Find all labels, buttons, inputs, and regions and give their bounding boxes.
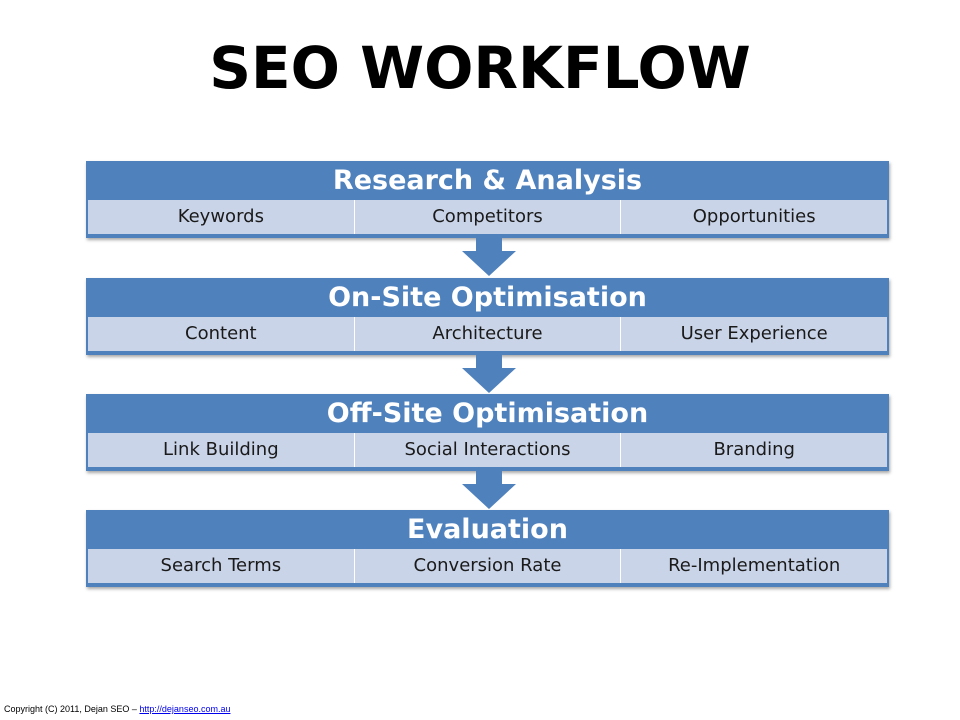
stage-on-site-optimisation: On-Site Optimisation Content Architectur…: [86, 278, 889, 355]
page-title: SEO WORKFLOW: [209, 34, 751, 102]
copyright-footer: Copyright (C) 2011, Dejan SEO – http://d…: [4, 704, 230, 714]
down-arrow-icon: [462, 238, 516, 276]
stage-item: Branding: [620, 433, 888, 467]
stage-title: On-Site Optimisation: [86, 278, 889, 317]
stage-item: Architecture: [353, 317, 621, 351]
stage-evaluation: Evaluation Search Terms Conversion Rate …: [86, 510, 889, 587]
website-link[interactable]: http://dejanseo.com.au: [139, 704, 231, 714]
stage-research-analysis: Research & Analysis Keywords Competitors…: [86, 161, 889, 238]
down-arrow-icon: [462, 471, 516, 509]
stage-item: User Experience: [620, 317, 888, 351]
stage-items: Search Terms Conversion Rate Re-Implemen…: [86, 549, 889, 587]
stage-item: Conversion Rate: [353, 549, 621, 583]
stage-item: Search Terms: [88, 549, 354, 583]
stage-items: Content Architecture User Experience: [86, 317, 889, 355]
stage-item: Content: [88, 317, 354, 351]
stage-item: Competitors: [353, 200, 621, 234]
copyright-text: Copyright (C) 2011, Dejan SEO –: [4, 704, 140, 714]
stage-off-site-optimisation: Off-Site Optimisation Link Building Soci…: [86, 394, 889, 471]
stage-item: Opportunities: [620, 200, 888, 234]
stage-item: Link Building: [88, 433, 354, 467]
stage-item: Keywords: [88, 200, 354, 234]
down-arrow-icon: [462, 355, 516, 393]
stage-title: Research & Analysis: [86, 161, 889, 200]
stage-title: Evaluation: [86, 510, 889, 549]
stage-item: Social Interactions: [353, 433, 621, 467]
stage-items: Keywords Competitors Opportunities: [86, 200, 889, 238]
stage-items: Link Building Social Interactions Brandi…: [86, 433, 889, 471]
stage-item: Re-Implementation: [620, 549, 888, 583]
stage-title: Off-Site Optimisation: [86, 394, 889, 433]
